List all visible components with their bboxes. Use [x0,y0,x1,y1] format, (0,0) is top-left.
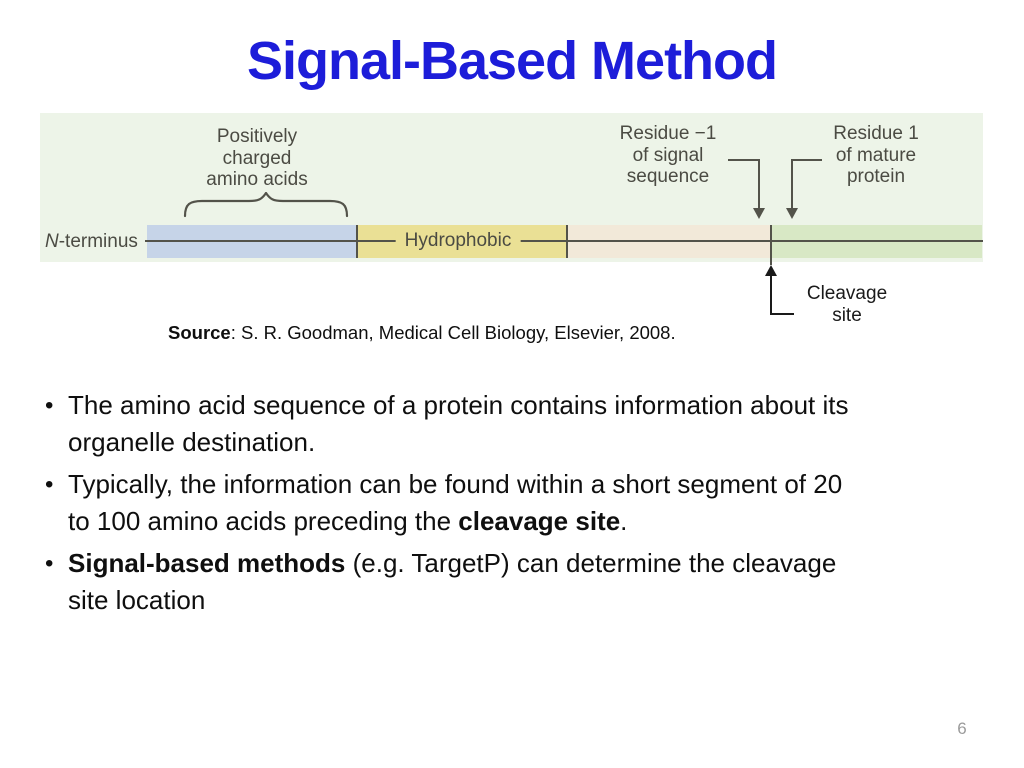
residue-1-connector [791,159,822,161]
sequence-line [145,240,983,242]
hydrophobic-label: Hydrophobic [395,230,521,252]
signal-peptide-diagram: Positively charged amino acids Residue −… [40,113,983,265]
bullet-text: Typically, the information can be found … [68,469,843,536]
segment-divider [566,225,568,258]
segment-divider [356,225,358,258]
bullet-item: • Typically, the information can be found… [45,466,975,540]
bullet-item: • Signal-based methods (e.g. TargetP) can… [45,545,975,619]
residue-minus1-connector [728,159,759,161]
source-label: Source [168,321,231,343]
positively-charged-label: Positively charged amino acids [206,126,308,190]
bullet-item: • The amino acid sequence of a protein co… [45,387,975,461]
residue-1-connector [791,159,793,210]
arrow-up-icon [765,265,777,276]
bullet-marker: • [45,471,54,498]
arrow-down-icon [753,208,765,219]
bullet-marker: • [45,550,54,577]
residue-minus1-connector [758,159,760,210]
source-citation: Source: S. R. Goodman, Medical Cell Biol… [168,322,676,344]
n-terminus-rest: -terminus [58,231,138,252]
n-terminus-italic: N [45,231,59,252]
page-number: 6 [957,719,967,738]
source-text: : S. R. Goodman, Medical Cell Biology, E… [230,321,676,343]
residue-minus1-label: Residue −1 of signal sequence [619,123,717,187]
bullet-marker: • [45,392,54,419]
cleavage-connector [770,274,772,315]
bullet-text: Signal-based methods (e.g. TargetP) can … [68,548,837,615]
slide-title: Signal-Based Method [246,31,778,91]
cleavage-site-label: Cleavage site [806,283,888,326]
n-terminus-label: N-terminus [45,231,138,253]
bullet-text: The amino acid sequence of a protein con… [68,390,849,457]
arrow-down-icon [786,208,798,219]
curly-brace-icon [183,192,349,218]
bullet-list: • The amino acid sequence of a protein co… [45,387,975,624]
cleavage-connector [770,313,794,315]
residue-1-label: Residue 1 of mature protein [833,123,919,187]
cleavage-site-divider [770,225,772,265]
